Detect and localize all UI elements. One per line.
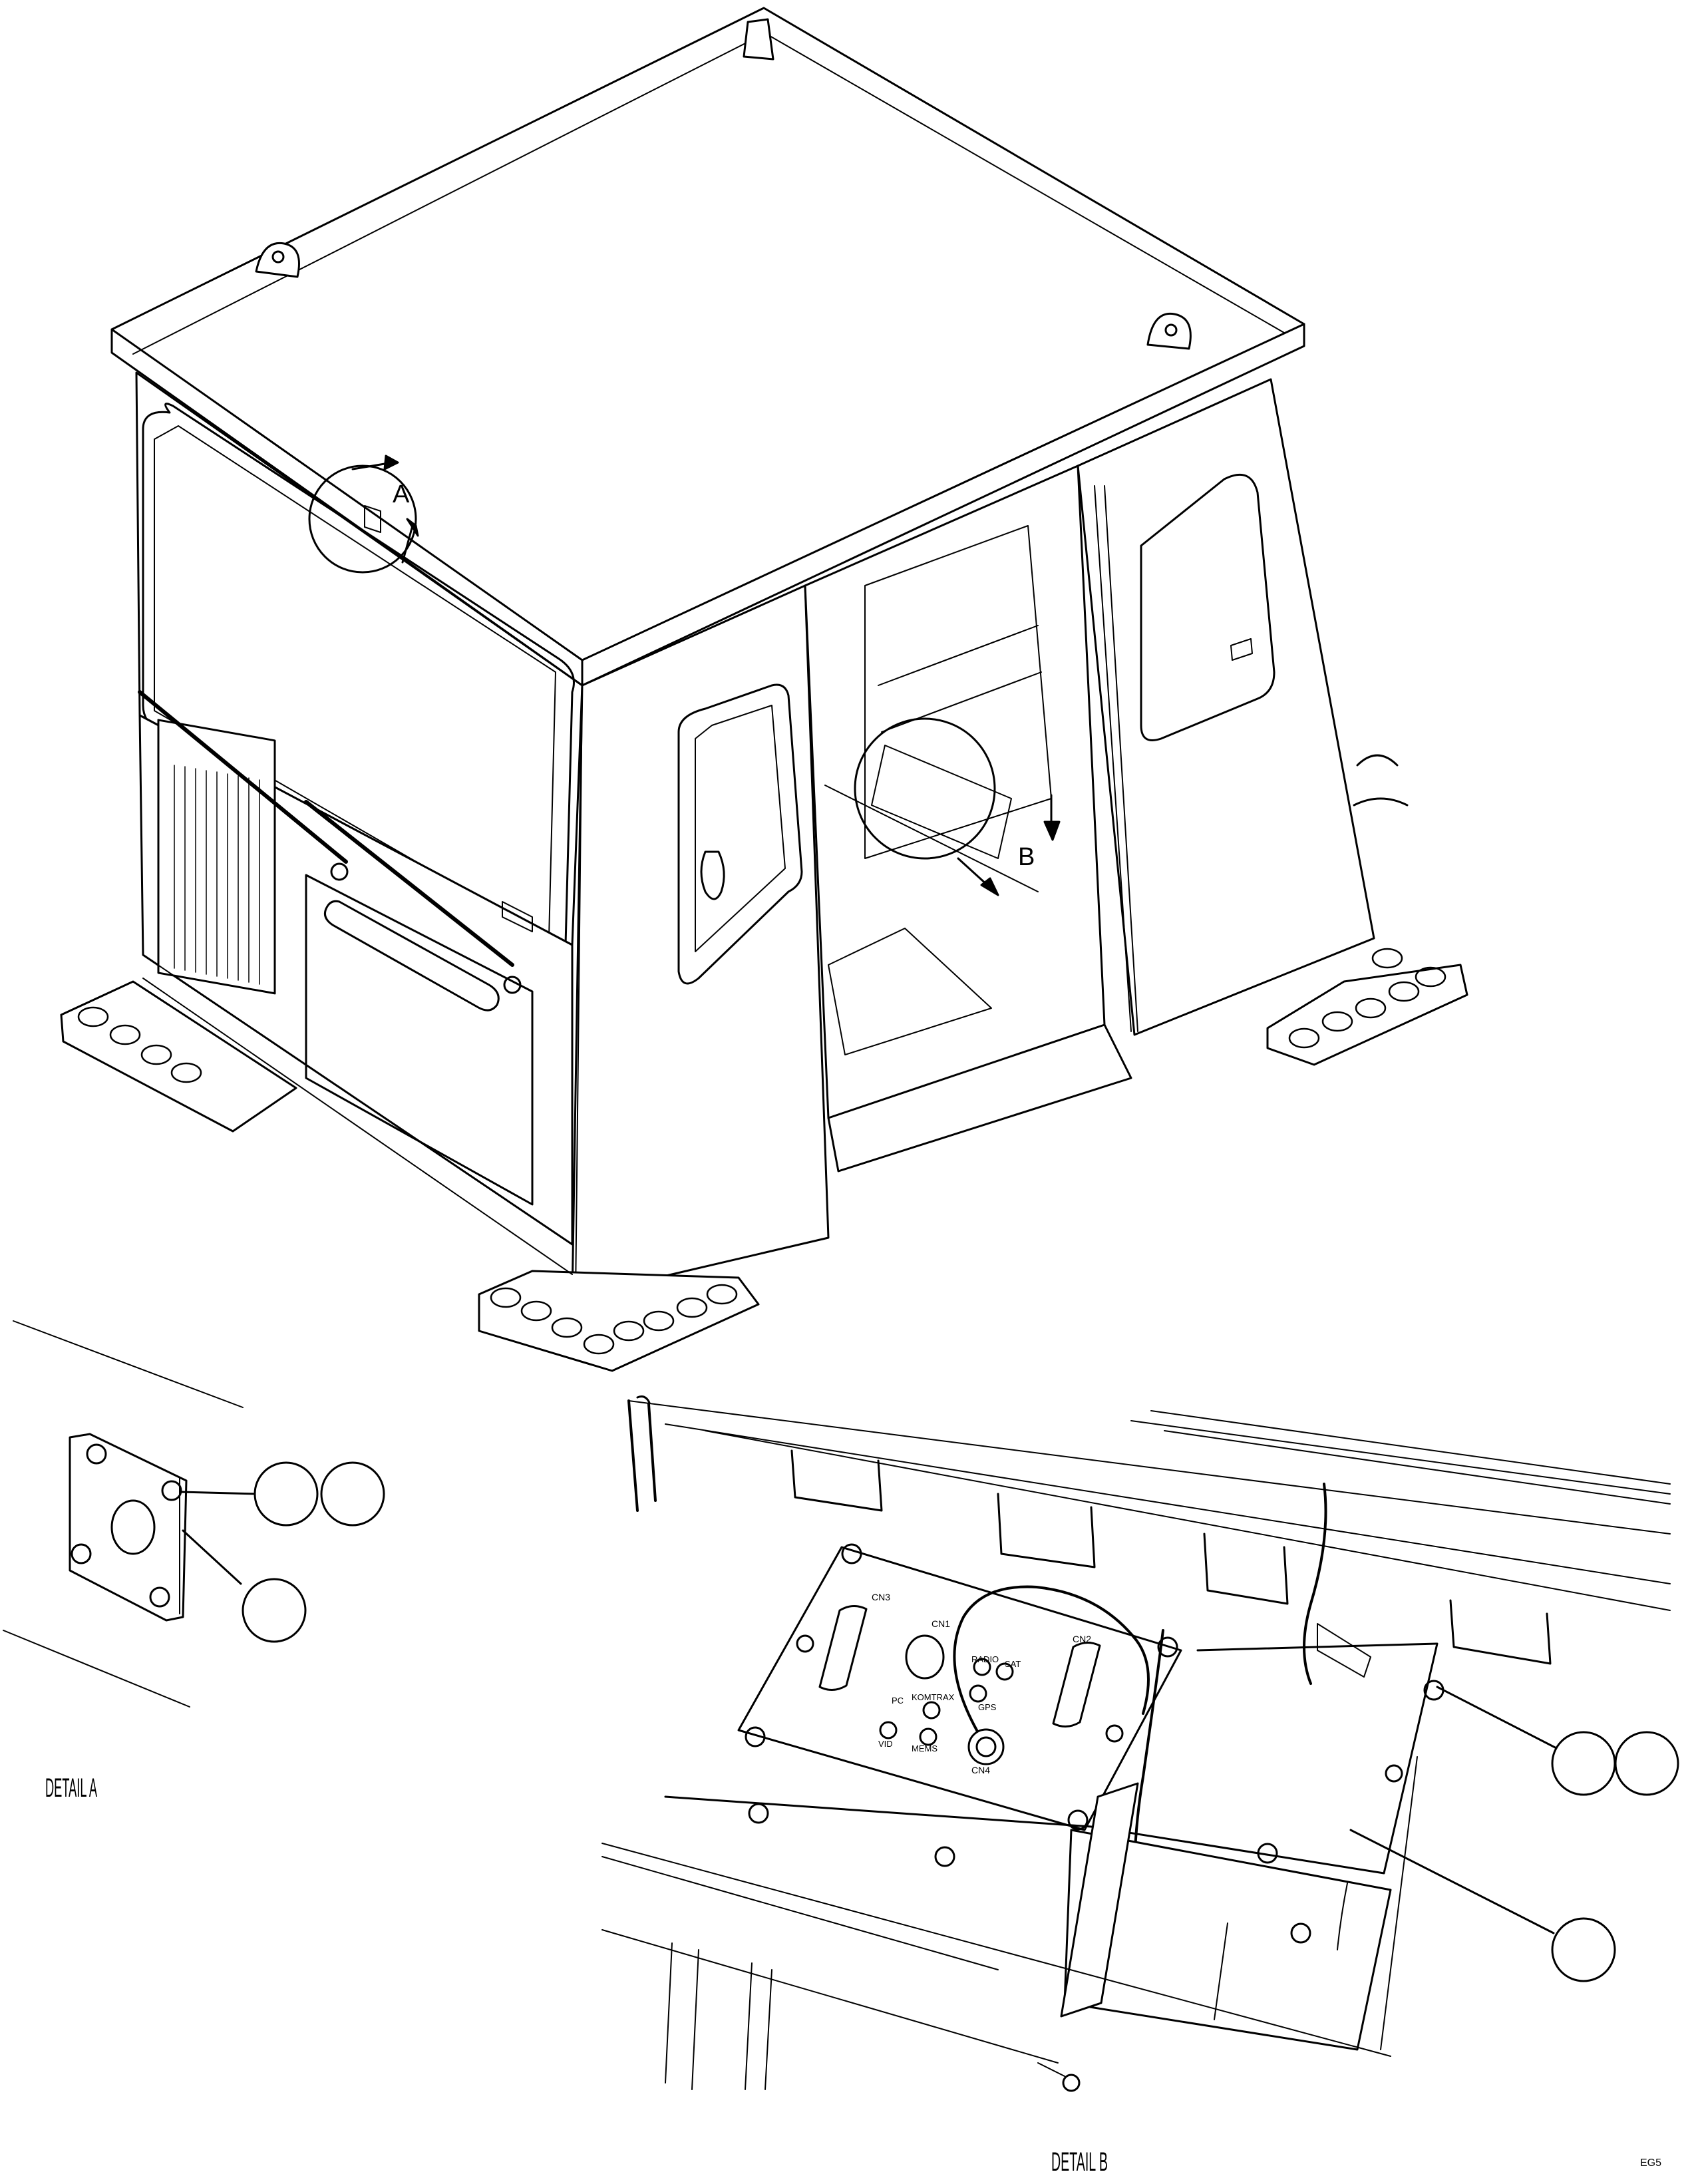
- detail-a-port: [110, 1499, 156, 1555]
- corner-code: EG5: [1640, 2157, 1661, 2169]
- detail-a-callout-bubble-1: [254, 1461, 319, 1527]
- label-cn4: CN4: [971, 1765, 990, 1775]
- lifting-eye-2: [1146, 312, 1192, 350]
- cab-isometric-view: [60, 7, 1468, 1372]
- detail-a-circle: [308, 464, 417, 574]
- detail-a-view: [3, 1320, 385, 1708]
- wiper-arm-2: [304, 800, 514, 967]
- harness-cable: [953, 1585, 1150, 1731]
- detail-a-callout-label: A: [393, 480, 410, 508]
- wiper-arm-1: [138, 690, 348, 864]
- lifting-eye-1: [255, 242, 300, 278]
- detail-a-callout-bubble-3: [242, 1578, 307, 1643]
- cab-door-pillar: [571, 584, 830, 1299]
- door-window: [677, 683, 803, 985]
- cab-side-wall: [1077, 378, 1375, 1036]
- detail-b-callout-bubble-2: [1614, 1731, 1679, 1796]
- interior-floor-plate: [828, 928, 992, 1055]
- label-gps: GPS: [978, 1702, 997, 1712]
- base-foot-front-left: [60, 980, 297, 1133]
- detail-b-callout-bubble-1: [1551, 1731, 1616, 1796]
- detail-a-caption: DETAIL A: [45, 1773, 97, 1803]
- label-cn3: CN3: [872, 1592, 890, 1602]
- label-sat: SAT: [1005, 1659, 1021, 1669]
- harness-bracket: [1060, 1782, 1139, 2018]
- lower-access-panel: [305, 874, 534, 1206]
- label-cn1: CN1: [932, 1618, 950, 1629]
- label-radio: RADIO: [971, 1654, 999, 1664]
- side-window: [1140, 473, 1275, 741]
- label-cn2: CN2: [1073, 1634, 1091, 1644]
- lifting-eye-3: [743, 18, 774, 61]
- cn3-port: [818, 1605, 868, 1691]
- base-foot-right: [1266, 964, 1468, 1066]
- detail-b-callout-bubble-3: [1551, 1917, 1616, 1982]
- cn4-connector: [967, 1728, 1005, 1765]
- cn2-port: [1052, 1642, 1101, 1728]
- cn1-port: [905, 1634, 945, 1680]
- grab-rail: [627, 1399, 657, 1512]
- grille-louvers: [174, 765, 260, 985]
- label-pc: PC: [892, 1696, 904, 1706]
- detail-b-caption: DETAIL B: [1051, 2147, 1108, 2177]
- detail-b-callout-label: B: [1018, 843, 1035, 871]
- detail-b-view: [601, 1395, 1679, 2092]
- base-foot-front: [478, 1270, 760, 1372]
- label-vid: VID: [878, 1739, 893, 1749]
- lower-floor-plate: [664, 1642, 1439, 1875]
- label-komtrax: KOMTRAX: [912, 1692, 955, 1702]
- label-mems: MEMS: [912, 1743, 937, 1753]
- connector-panel-labels: CN3 CN1 CN2 RADIO SAT PC KOMTRAX GPS VID…: [872, 1592, 1091, 1775]
- detail-b-circle: [854, 717, 996, 860]
- detail-a-callout-bubble-2: [320, 1461, 385, 1527]
- door-handle: [700, 850, 725, 900]
- panel-handle: [323, 900, 500, 1011]
